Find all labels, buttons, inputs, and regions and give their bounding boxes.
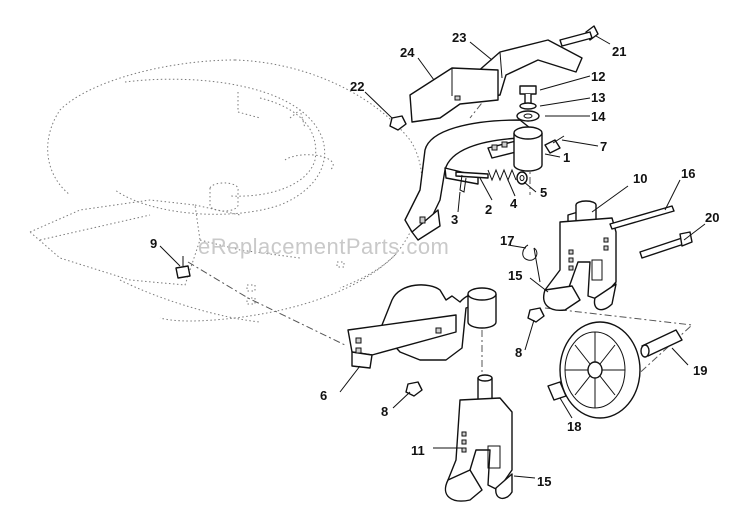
spacer-tube (513, 126, 543, 172)
bolt-12 (519, 85, 537, 105)
nut-8-right (527, 307, 545, 323)
bolt-7 (544, 135, 565, 154)
callout-8-right: 8 (515, 345, 522, 360)
callout-16: 16 (681, 166, 695, 181)
spring-4 (487, 168, 517, 182)
clip-3 (459, 174, 467, 193)
caster-yoke-10 (543, 200, 617, 312)
callout-19: 19 (693, 363, 707, 378)
axle-pin-19 (640, 329, 683, 358)
bracket-plate-24 (409, 67, 499, 123)
rod-16 (609, 205, 675, 230)
callout-20: 20 (705, 210, 719, 225)
callout-1: 1 (563, 150, 570, 165)
callout-21: 21 (612, 44, 626, 59)
callout-14: 14 (591, 109, 606, 124)
callout-17: 17 (500, 233, 514, 248)
callout-24: 24 (400, 45, 415, 60)
caster-yoke-11 (444, 374, 513, 502)
callout-10: 10 (633, 171, 647, 186)
callout-22: 22 (350, 79, 364, 94)
callout-6: 6 (320, 388, 327, 403)
wheel (559, 321, 641, 419)
callout-5: 5 (540, 185, 547, 200)
callout-11: 11 (411, 443, 425, 458)
callout-4: 4 (510, 196, 518, 211)
callout-7: 7 (600, 139, 607, 154)
callout-8-left: 8 (381, 404, 388, 419)
bolt-20 (639, 231, 693, 259)
callout-18: 18 (567, 419, 581, 434)
callout-23: 23 (452, 30, 466, 45)
sleeve-tube (467, 287, 497, 329)
pin-2 (455, 171, 489, 179)
callout-3: 3 (451, 212, 458, 227)
screw-9 (175, 256, 191, 279)
callout-2: 2 (485, 202, 492, 217)
washer-13 (519, 102, 537, 110)
clip-17 (522, 244, 541, 283)
washer-5 (516, 171, 528, 185)
watermark-text: eReplacementParts.com (198, 234, 449, 259)
handle-bracket-upper (404, 119, 531, 241)
callout-labels: 1 2 3 4 5 6 7 8 8 9 10 11 12 13 14 15 15… (150, 30, 719, 489)
callout-12: 12 (591, 69, 605, 84)
washer-14 (516, 110, 540, 122)
mower-deck-outline (29, 59, 423, 323)
callout-15-lower: 15 (537, 474, 551, 489)
callout-9: 9 (150, 236, 157, 251)
bolt-21 (559, 25, 599, 47)
nut-22 (389, 115, 407, 131)
callout-13: 13 (591, 90, 605, 105)
callout-15-upper: 15 (508, 268, 522, 283)
handle-bracket-lower (347, 284, 495, 369)
leader-lines (159, 35, 706, 479)
